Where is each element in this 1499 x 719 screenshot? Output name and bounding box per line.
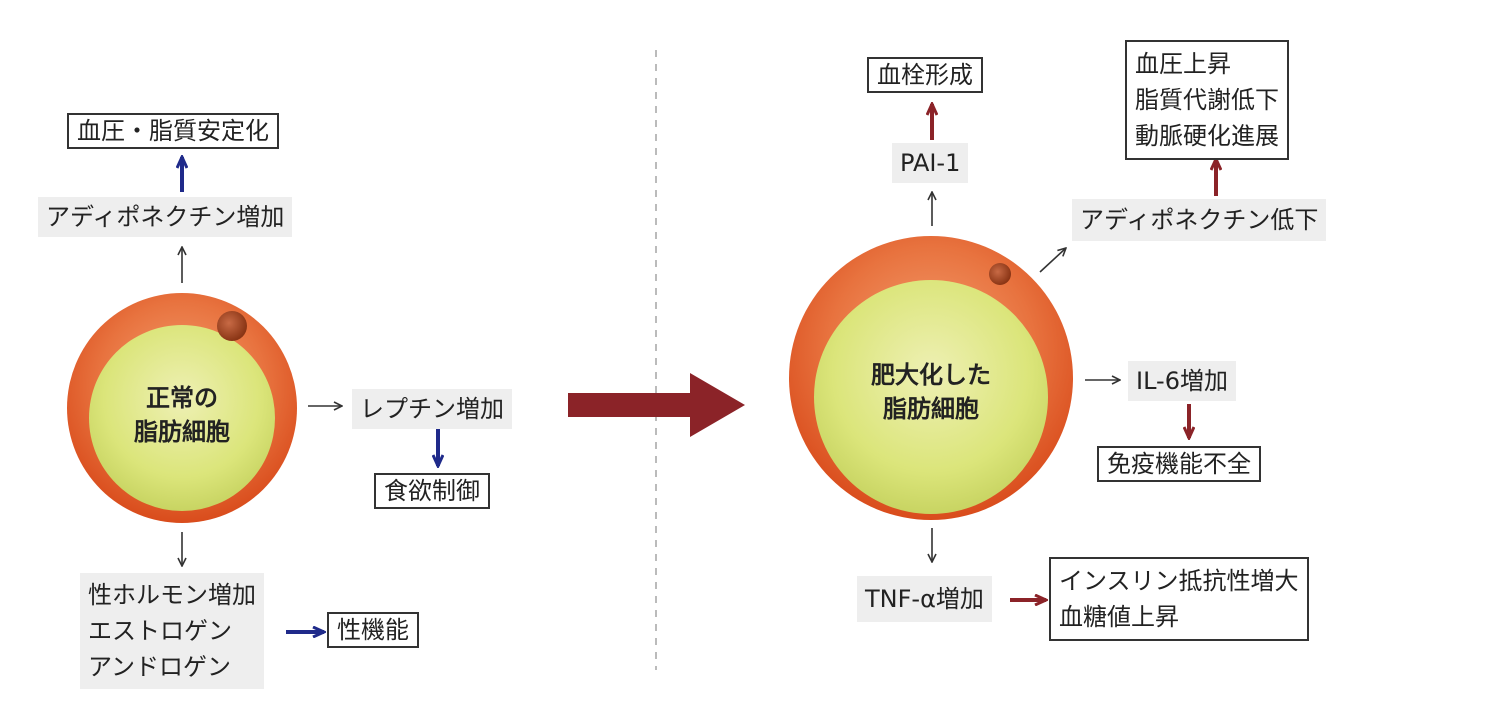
sex-hormone-line3: アンドロゲン (88, 653, 232, 681)
thrombus-box: 血栓形成 (867, 57, 983, 93)
normal-cell-label-line2: 脂肪細胞 (134, 418, 230, 446)
cv-line1: 血圧上昇 (1135, 50, 1231, 78)
normal-fat-cell (67, 293, 297, 523)
cardiovascular-box: 血圧上昇 脂質代謝低下 動脈硬化進展 (1125, 40, 1289, 160)
pai1-label: PAI-1 (892, 143, 969, 183)
arrow-diag-adiponectin (1039, 248, 1066, 273)
insulin-line1: インスリン抵抗性増大 (1059, 567, 1299, 595)
adiponectin-down-label: アディポネクチン低下 (1072, 199, 1327, 241)
sexual-function-box: 性機能 (327, 612, 419, 648)
normal-cell-label: 正常の 脂肪細胞 (102, 381, 262, 449)
immune-box: 免疫機能不全 (1097, 446, 1261, 482)
insulin-box: インスリン抵抗性増大 血糖値上昇 (1049, 557, 1309, 641)
insulin-line2: 血糖値上昇 (1059, 603, 1179, 631)
tnf-label: TNF-α増加 (857, 576, 992, 622)
sex-hormone-line2: エストロゲン (88, 617, 232, 645)
sex-hormone-line1: 性ホルモン増加 (88, 581, 256, 609)
nucleus-icon (989, 263, 1011, 285)
hypertrophic-fat-cell (789, 236, 1073, 520)
adiponectin-up-label: アディポネクチン増加 (38, 197, 293, 237)
cv-line3: 動脈硬化進展 (1135, 122, 1279, 150)
obese-cell-label: 肥大化した 脂肪細胞 (846, 358, 1016, 426)
normal-cell-label-line1: 正常の (146, 384, 218, 412)
obese-cell-label-line2: 脂肪細胞 (883, 395, 979, 423)
nucleus-icon (217, 311, 247, 341)
appetite-box: 食欲制御 (374, 473, 490, 509)
leptin-up-label: レプチン増加 (352, 389, 512, 429)
sex-hormone-label: 性ホルモン増加 エストロゲン アンドロゲン (80, 573, 264, 689)
transition-arrow (568, 373, 745, 437)
obese-cell-label-line1: 肥大化した (871, 361, 991, 389)
bp-lipid-box: 血圧・脂質安定化 (67, 113, 279, 149)
cv-line2: 脂質代謝低下 (1135, 86, 1279, 114)
il6-label: IL-6増加 (1128, 361, 1236, 401)
